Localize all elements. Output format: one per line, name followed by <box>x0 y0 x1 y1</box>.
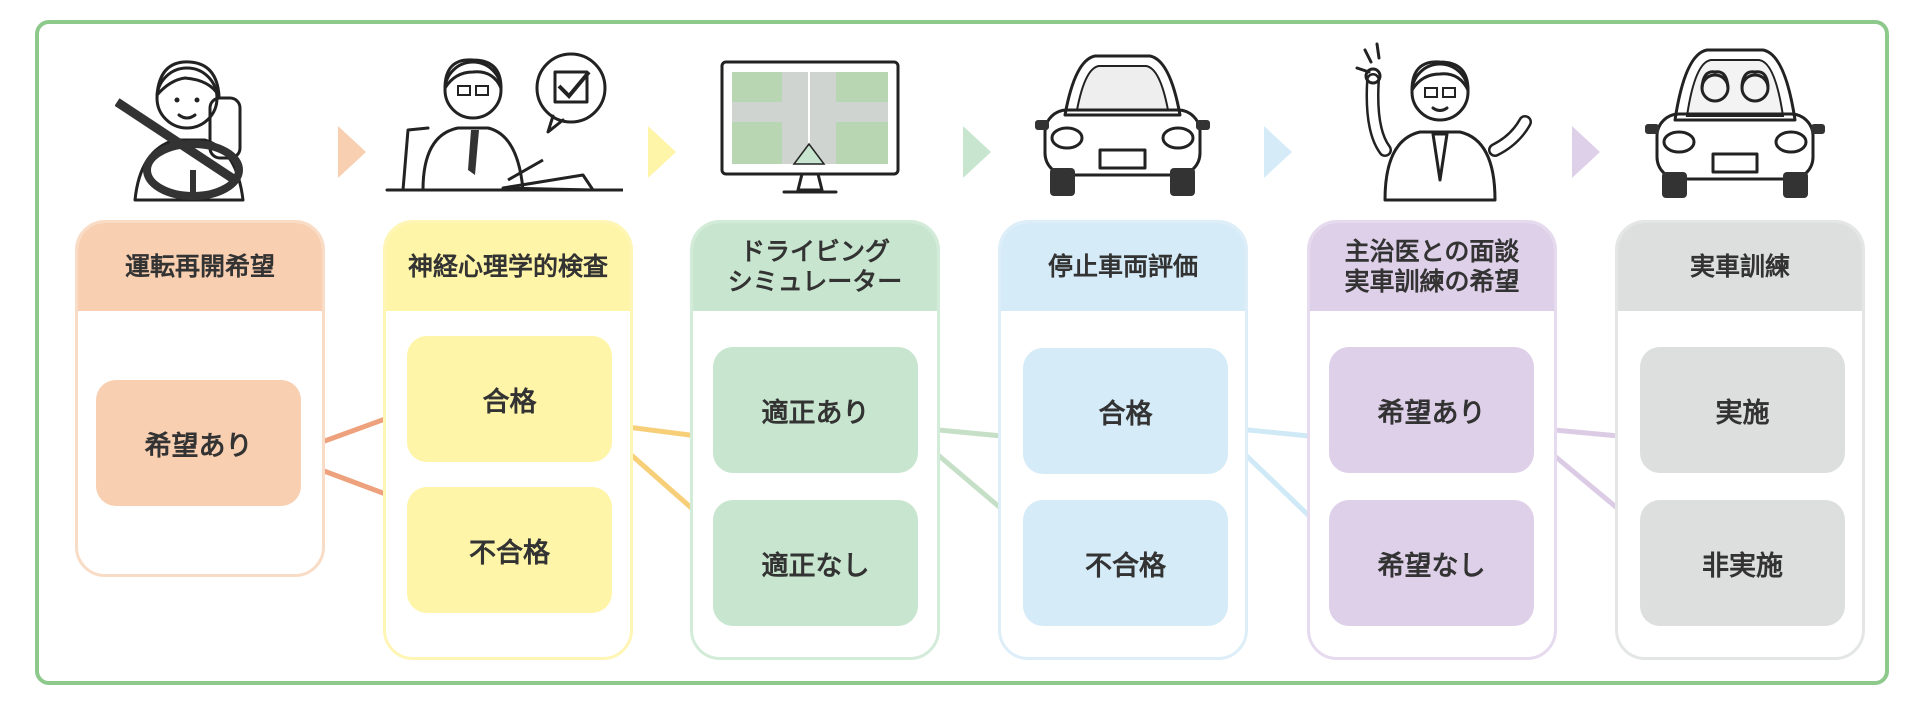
car-with-passengers-icon <box>1645 48 1825 198</box>
option-box: 希望あり <box>1329 347 1534 473</box>
flow-arrow-icon <box>963 126 991 178</box>
stage-title: ドライビング シミュレーター <box>693 223 937 311</box>
stage-title: 停止車両評価 <box>1001 223 1245 311</box>
stage-title: 神経心理学的検査 <box>386 223 630 311</box>
option-box: 不合格 <box>407 487 612 613</box>
option-box: 希望あり <box>96 380 301 506</box>
stage-title: 実車訓練 <box>1618 223 1862 311</box>
flow-arrow-icon <box>1572 126 1600 178</box>
parked-car-icon <box>1035 54 1210 196</box>
option-box: 実施 <box>1640 347 1845 473</box>
option-box: 適正あり <box>713 347 918 473</box>
option-box: 不合格 <box>1023 500 1228 626</box>
doctor-icon <box>1355 42 1532 202</box>
option-box: 合格 <box>407 336 612 462</box>
option-box: 合格 <box>1023 348 1228 474</box>
option-box: 非実施 <box>1640 500 1845 626</box>
examinee-writing-icon <box>385 52 623 192</box>
stage-title: 運転再開希望 <box>78 223 322 311</box>
option-box: 適正なし <box>713 500 918 626</box>
option-box: 希望なし <box>1329 500 1534 626</box>
driver-woman-icon <box>115 60 245 202</box>
flow-arrow-icon <box>1264 126 1292 178</box>
flow-arrow-icon <box>338 126 366 178</box>
diagram-frame <box>35 20 1889 685</box>
stage-title: 主治医との面談 実車訓練の希望 <box>1310 223 1554 311</box>
driving-simulator-monitor-icon <box>720 60 900 194</box>
flow-arrow-icon <box>648 126 676 178</box>
